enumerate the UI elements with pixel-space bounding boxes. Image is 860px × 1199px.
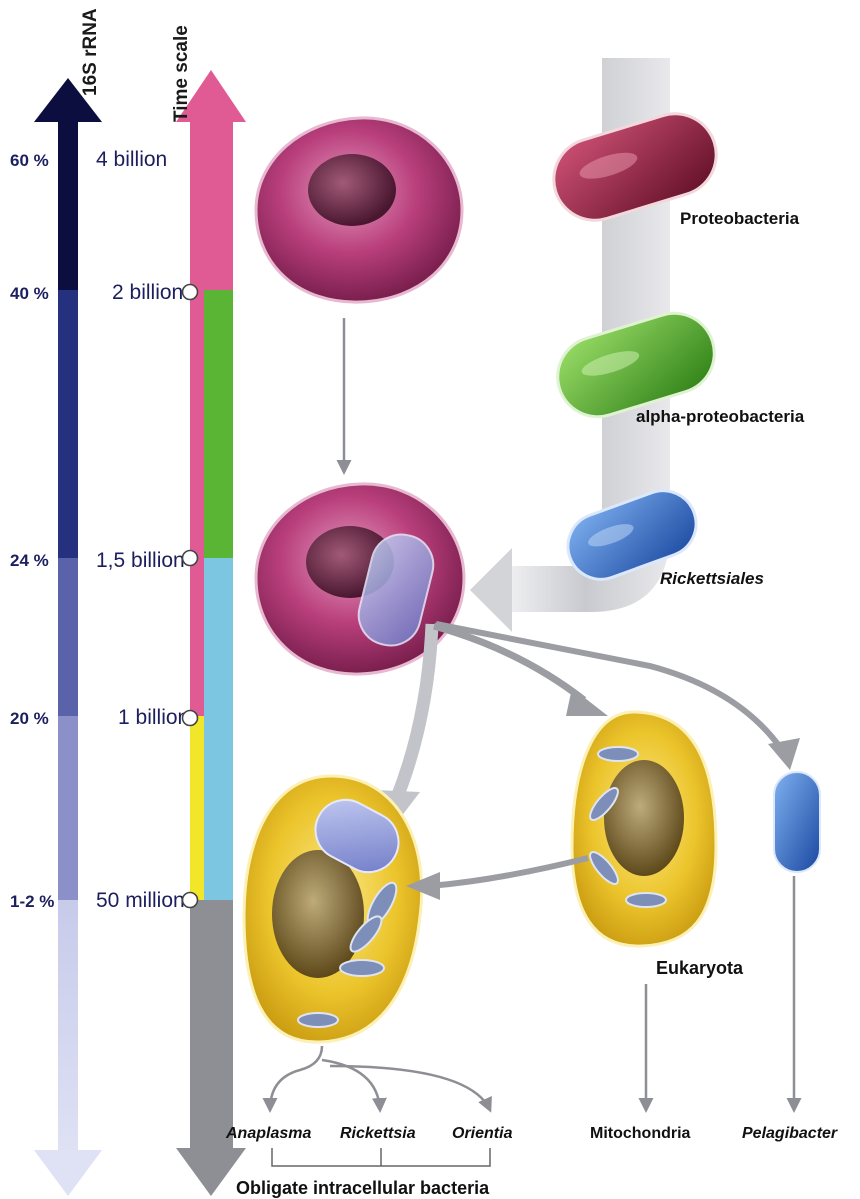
eukaryota-label: Eukaryota — [656, 958, 744, 978]
time-tick-50-million: 50 million — [96, 889, 185, 912]
obligate-group-label: Obligate intracellular bacteria — [236, 1178, 490, 1198]
time-band-blue — [204, 558, 233, 900]
rickettsiales-label: Rickettsiales — [660, 569, 764, 588]
rrna-axis: 16S rRNA 60 % 40 % 24 % 20 % 1-2 % — [10, 8, 102, 1196]
obligate-mitochondrion-3 — [340, 960, 384, 976]
host-nucleus — [308, 154, 396, 226]
proteobacteria-label: Proteobacteria — [680, 209, 800, 228]
pelagibacter-cell — [774, 772, 820, 872]
time-marker-1-billion — [183, 711, 198, 726]
obligate-split-orientia — [330, 1066, 490, 1110]
lineage-arrow-head — [470, 548, 512, 632]
eukaryota-mitochondrion-4 — [626, 893, 666, 907]
time-tick-2-billion: 2 billion — [112, 281, 183, 304]
time-band-yellow — [190, 716, 204, 900]
time-band-pink — [190, 120, 233, 292]
obligate-host-nucleus — [272, 850, 364, 978]
eukaryota-to-obligate-arrow — [430, 858, 588, 886]
time-axis: Time scale 4 billion 2 billion 1,5 billi… — [96, 25, 246, 1196]
time-band-pink-left — [190, 290, 204, 718]
branch-to-pelagibacter-head — [768, 738, 800, 770]
pelagibacter-label: Pelagibacter — [742, 1125, 838, 1142]
ancestral-host-cell — [256, 118, 462, 302]
rrna-tick-20: 20 % — [10, 709, 49, 728]
rickettsia-label: Rickettsia — [340, 1125, 416, 1142]
time-band-green — [204, 290, 233, 558]
time-tick-1-billion: 1 billion — [118, 706, 189, 729]
branch-to-eukaryota-head — [566, 688, 608, 716]
eukaryota-nucleus — [604, 760, 684, 876]
rrna-tick-40: 40 % — [10, 284, 49, 303]
time-marker-50-million — [183, 893, 198, 908]
rrna-tick-1-2: 1-2 % — [10, 892, 54, 911]
time-band-grey — [190, 900, 233, 1150]
obligate-split — [270, 1046, 322, 1110]
mitochondria-label: Mitochondria — [590, 1125, 691, 1142]
rrna-tick-60: 60 % — [10, 151, 49, 170]
rrna-band-40 — [58, 290, 78, 558]
time-marker-2-billion — [183, 285, 198, 300]
time-axis-title: Time scale — [171, 25, 192, 122]
time-marker-1-5-billion — [183, 551, 198, 566]
rrna-band-20 — [58, 716, 78, 900]
alpha-proteobacteria-label: alpha-proteobacteria — [636, 407, 805, 426]
rrna-tick-24: 24 % — [10, 551, 49, 570]
rrna-axis-title: 16S rRNA — [80, 8, 101, 96]
obligate-mitochondrion-4 — [298, 1013, 338, 1027]
rrna-band-60 — [58, 120, 78, 290]
obligate-host-cell — [244, 776, 422, 1042]
obligate-bracket — [272, 1148, 490, 1166]
rrna-band-1-2 — [58, 900, 78, 1155]
rrna-band-24 — [58, 558, 78, 716]
orientia-label: Orientia — [452, 1125, 513, 1142]
eukaryota-mitochondrion-1 — [598, 747, 638, 761]
time-tick-4-billion: 4 billion — [96, 148, 167, 171]
anaplasma-label: Anaplasma — [225, 1125, 311, 1142]
time-tick-1-5-billion: 1,5 billion — [96, 549, 185, 572]
eukaryota-cell — [572, 712, 716, 946]
rrna-arrow-tail — [34, 1150, 102, 1196]
